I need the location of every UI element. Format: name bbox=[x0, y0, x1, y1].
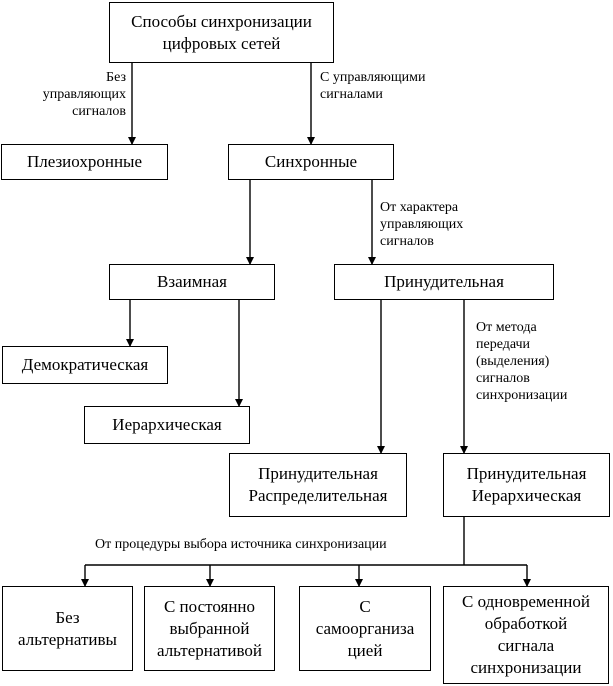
node-hierarchical-text: Иерархическая bbox=[112, 415, 222, 434]
label-by-character: От характера управляющих сигналов bbox=[380, 200, 464, 249]
node-root: Способы синхронизации цифровых сетей bbox=[109, 2, 334, 63]
label-by-method: От метода передачи (выделения) сигналов … bbox=[476, 320, 568, 403]
node-forced-text: Принудительная bbox=[384, 272, 504, 291]
node-forced-hierarchical: Принудительная Иерархическая bbox=[443, 453, 610, 517]
node-plesiochronous: Плезиохронные bbox=[1, 144, 168, 180]
node-self-organization: С самоорганиза цией bbox=[299, 586, 431, 671]
node-hierarchical: Иерархическая bbox=[84, 406, 250, 444]
node-root-text: Способы синхронизации цифровых сетей bbox=[131, 11, 312, 53]
label-no-control: Без управляющих сигналов bbox=[42, 70, 126, 119]
node-mutual: Взаимная bbox=[109, 264, 275, 300]
node-mutual-text: Взаимная bbox=[157, 272, 227, 291]
node-constant-alternative-text: С постоянно выбранной альтернативой bbox=[157, 596, 262, 660]
node-simultaneous-text: С одновременной обработкой сигнала синхр… bbox=[461, 592, 590, 677]
label-by-procedure: От процедуры выбора источника синхрониза… bbox=[95, 537, 387, 552]
node-no-alternative: Без альтернативы bbox=[2, 586, 133, 671]
node-synchronous: Синхронные bbox=[228, 144, 394, 180]
node-forced-hierarchical-text: Принудительная Иерархическая bbox=[466, 464, 587, 505]
node-plesiochronous-text: Плезиохронные bbox=[26, 152, 143, 171]
node-forced: Принудительная bbox=[334, 264, 554, 300]
node-self-organization-text: С самоорганиза цией bbox=[315, 596, 415, 660]
node-constant-alternative: С постоянно выбранной альтернативой bbox=[144, 586, 275, 671]
node-forced-distributed: Принудительная Распределительная bbox=[229, 453, 407, 517]
node-forced-distributed-text: Принудительная Распределительная bbox=[248, 464, 388, 505]
node-simultaneous: С одновременной обработкой сигнала синхр… bbox=[443, 586, 609, 684]
node-synchronous-text: Синхронные bbox=[264, 152, 358, 171]
label-with-control: С управляющими сигналами bbox=[320, 70, 426, 102]
node-no-alternative-text: Без альтернативы bbox=[18, 607, 117, 649]
node-democratic: Демократическая bbox=[2, 346, 168, 384]
node-democratic-text: Демократическая bbox=[21, 355, 149, 374]
